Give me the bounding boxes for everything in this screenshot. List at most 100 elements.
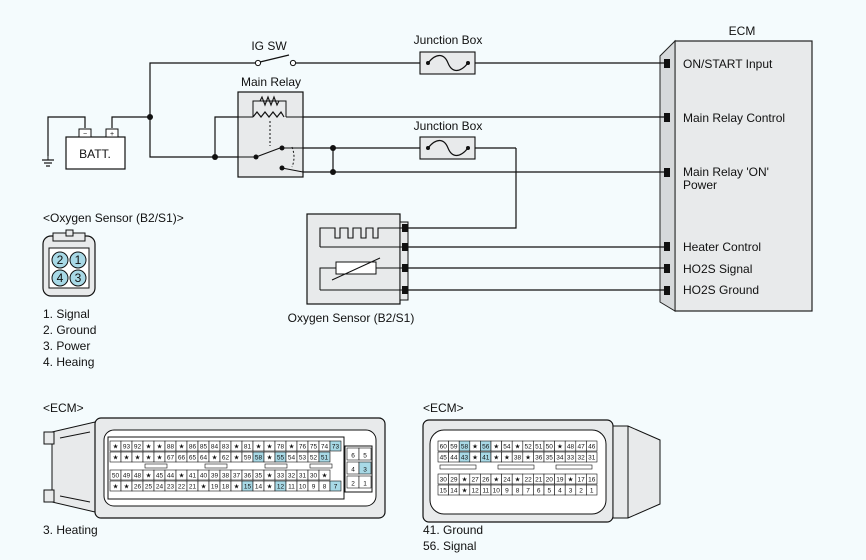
ecm2-pin-label: 46 — [588, 444, 596, 451]
ecm-title: ECM — [729, 24, 756, 38]
ecm2-pin-label: ★ — [515, 476, 521, 484]
ecm1-pin-label: 50 — [112, 473, 120, 480]
ecm1-pin-label: 53 — [299, 455, 307, 462]
ecm-box — [674, 40, 813, 312]
ecm1-pin-label: ★ — [146, 454, 152, 462]
ecm1-pin-label: ★ — [256, 443, 262, 451]
ecm2-pin-label: 41 — [482, 455, 490, 462]
ecm2-pin-label: 50 — [546, 444, 554, 451]
ecm1-pin-label: ★ — [146, 472, 152, 480]
ecm2-pin-label: 33 — [567, 455, 575, 462]
ecm1-pin-label: 55 — [277, 455, 285, 462]
ecm2-pin-label: ★ — [515, 443, 521, 451]
junction-box-2-label: Junction Box — [414, 119, 483, 133]
ecm1-pin-label: 39 — [211, 473, 219, 480]
main-relay: Main Relay — [237, 75, 304, 178]
ecm2-pin-label: 27 — [471, 477, 479, 484]
ecm-pin-main-relay-control: Main Relay Control — [683, 111, 785, 125]
main-relay-label: Main Relay — [241, 75, 301, 89]
ecm1-pin-label: 59 — [244, 455, 252, 462]
ecm2-pin-label: 9 — [505, 488, 509, 495]
ecm1-pin-label: 14 — [255, 484, 263, 491]
ecm2-pin-label: 34 — [556, 455, 564, 462]
ecm2-pin-label: ★ — [493, 443, 499, 451]
ecm1-pin-label: 48 — [134, 473, 142, 480]
ecm1-pin-label: ★ — [212, 454, 218, 462]
ecm1-pin-label: ★ — [201, 483, 207, 491]
junction-box-2: Junction Box — [414, 119, 483, 160]
ecm1-pin-label: 85 — [200, 444, 208, 451]
ecm1-pin-label: ★ — [124, 483, 130, 491]
ecm1-pin-label: 52 — [310, 455, 318, 462]
ecm2-pin-label: 26 — [482, 477, 490, 484]
ecm1-pin-label: 44 — [167, 473, 175, 480]
ecm1-pin-label: 65 — [189, 455, 197, 462]
ecm-pin-ho2s-ground: HO2S Ground — [683, 283, 759, 297]
svg-text:+: + — [110, 131, 114, 138]
ecm1-side-pin — [358, 461, 372, 475]
ecm2-pin — [586, 484, 598, 496]
ecm1-side-pin-label: 4 — [351, 467, 355, 474]
ecm1-pin-label: 31 — [299, 473, 307, 480]
ecm-connector-1-note: 3. Heating — [43, 523, 98, 537]
ecm2-key-slot — [555, 464, 593, 470]
ecm2-pin — [586, 451, 598, 463]
ecm2-pin-label: ★ — [493, 454, 499, 462]
ecm2-key-slot — [439, 464, 477, 470]
ecm1-pin-label: ★ — [267, 483, 273, 491]
ecm-pin-heater-control: Heater Control — [683, 240, 761, 254]
o2-connector-title: <Oxygen Sensor (B2/S1)> — [43, 211, 184, 225]
ecm-pin-ho2s-signal: HO2S Signal — [683, 262, 752, 276]
o2-pin-1: 1 — [75, 253, 82, 267]
ecm2-pin-label: 35 — [546, 455, 554, 462]
ecm1-side-pin-label: 1 — [363, 481, 367, 488]
ecm1-pin-label: 25 — [145, 484, 153, 491]
ecm1-pin-label: ★ — [157, 454, 163, 462]
ecm1-pin-label: ★ — [289, 443, 295, 451]
ecm1-pin-label: ★ — [322, 472, 328, 480]
oxygen-sensor-block: Oxygen Sensor (B2/S1) — [288, 213, 414, 325]
ecm1-pin-label: 86 — [189, 444, 197, 451]
ecm2-pin — [586, 440, 598, 452]
ecm1-pin-label: 66 — [178, 455, 186, 462]
ecm1-pin-label: 81 — [244, 444, 252, 451]
ecm1-pin-label: 67 — [167, 455, 175, 462]
ecm2-pin-label: 14 — [450, 488, 458, 495]
ecm2-pin-label: 10 — [493, 488, 501, 495]
ecm1-pin-label: 93 — [123, 444, 131, 451]
ecm1-pin-label: ★ — [135, 454, 141, 462]
ecm1-pin-label: 10 — [299, 484, 307, 491]
ecm1-key-slot — [144, 463, 168, 469]
ecm1-pin-label: 21 — [189, 484, 197, 491]
ecm2-pin-label: 60 — [440, 444, 448, 451]
o2-pin-3: 3 — [75, 271, 82, 285]
ecm1-pin-label: 24 — [156, 484, 164, 491]
ecm2-pin-label: 45 — [440, 455, 448, 462]
ecm1-pin-label: 92 — [134, 444, 142, 451]
ecm1-pin-label: 38 — [222, 473, 230, 480]
ecm-terminals — [664, 59, 670, 295]
ecm1-side-pin-label: 2 — [351, 481, 355, 488]
ecm1-pin-label: 7 — [334, 484, 338, 491]
ecm1-side-pin — [358, 447, 372, 461]
ecm2-pin-label: 8 — [516, 488, 520, 495]
battery: − + BATT. — [42, 128, 126, 170]
ecm2-pin-label: 7 — [526, 488, 530, 495]
ecm2-pin-label: 30 — [440, 477, 448, 484]
ecm2-pin-label: 56 — [482, 444, 490, 451]
ecm2-pin-label: ★ — [525, 454, 531, 462]
ecm1-pin — [329, 480, 342, 492]
ecm2-pin-label: 54 — [503, 444, 511, 451]
ecm1-pin-label: ★ — [234, 443, 240, 451]
ecm2-pin-label: 11 — [482, 488, 489, 495]
ecm1-side-pin-label: 5 — [363, 453, 367, 460]
ecm-connector-2-title: <ECM> — [423, 401, 464, 415]
ecm2-pin-label: 4 — [558, 488, 562, 495]
ecm1-pin-label: ★ — [113, 454, 119, 462]
ecm2-pin-label: 48 — [567, 444, 575, 451]
junction-box-1: Junction Box — [414, 33, 482, 75]
wire-junctions — [147, 114, 336, 175]
ecm1-pin-label: 88 — [167, 444, 175, 451]
